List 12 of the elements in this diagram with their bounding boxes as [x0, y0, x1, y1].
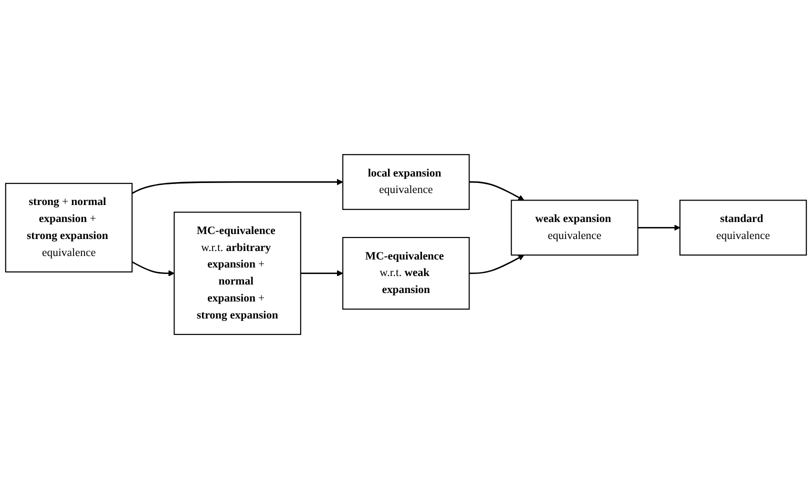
node-box: MC-equivalence w.r.t. arbitrary expansion + normal expansion + strong expansion [174, 212, 302, 335]
node-box: strong + normal expansion + strong expansion equivalence [5, 182, 133, 272]
node-box: MC-equivalence w.r.t. weak expansion [342, 236, 470, 310]
node-box: weak expansion equivalence [510, 200, 638, 256]
arrow [300, 270, 344, 276]
arrow [469, 254, 524, 274]
node-box: local expansion equivalence [342, 154, 470, 210]
arrow [132, 178, 344, 194]
node-box: standard equivalence [679, 200, 807, 256]
arrow [469, 181, 524, 201]
arrow [638, 224, 680, 231]
arrow [132, 261, 174, 276]
